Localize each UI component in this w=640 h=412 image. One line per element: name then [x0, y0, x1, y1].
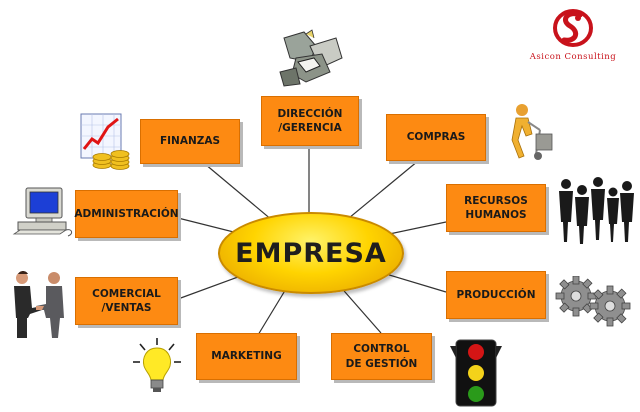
computer-icon	[12, 187, 73, 237]
gears-icon	[555, 276, 631, 327]
lightbulb-icon	[133, 338, 181, 392]
hub-empresa[interactable]: EMPRESA	[218, 212, 404, 294]
logo-mark-icon	[553, 9, 593, 47]
business-deal-icon	[14, 271, 64, 338]
box-produccion[interactable]: PRODUCCIÓN	[446, 271, 546, 319]
company-logo: Asicon Consulting	[510, 6, 636, 66]
traffic-light-icon	[450, 339, 502, 407]
logo-text: Asicon Consulting	[529, 52, 617, 62]
growth-chart-icon	[80, 113, 130, 170]
handshake-icon	[279, 29, 343, 87]
box-rrhh[interactable]: RECURSOS HUMANOS	[446, 184, 546, 232]
box-comercial[interactable]: COMERCIAL /VENTAS	[75, 277, 178, 325]
box-control[interactable]: CONTROL DE GESTIÓN	[331, 333, 432, 380]
box-compras[interactable]: COMPRAS	[386, 114, 486, 161]
business-people-icon	[559, 177, 634, 244]
hand-truck-icon	[511, 104, 553, 160]
box-administracion[interactable]: ADMINISTRACIÓN	[74, 190, 179, 238]
box-direccion[interactable]: DIRECCIÓN /GERENCIA	[261, 96, 359, 146]
box-marketing[interactable]: MARKETING	[196, 333, 297, 380]
box-finanzas[interactable]: FINANZAS	[140, 119, 240, 164]
